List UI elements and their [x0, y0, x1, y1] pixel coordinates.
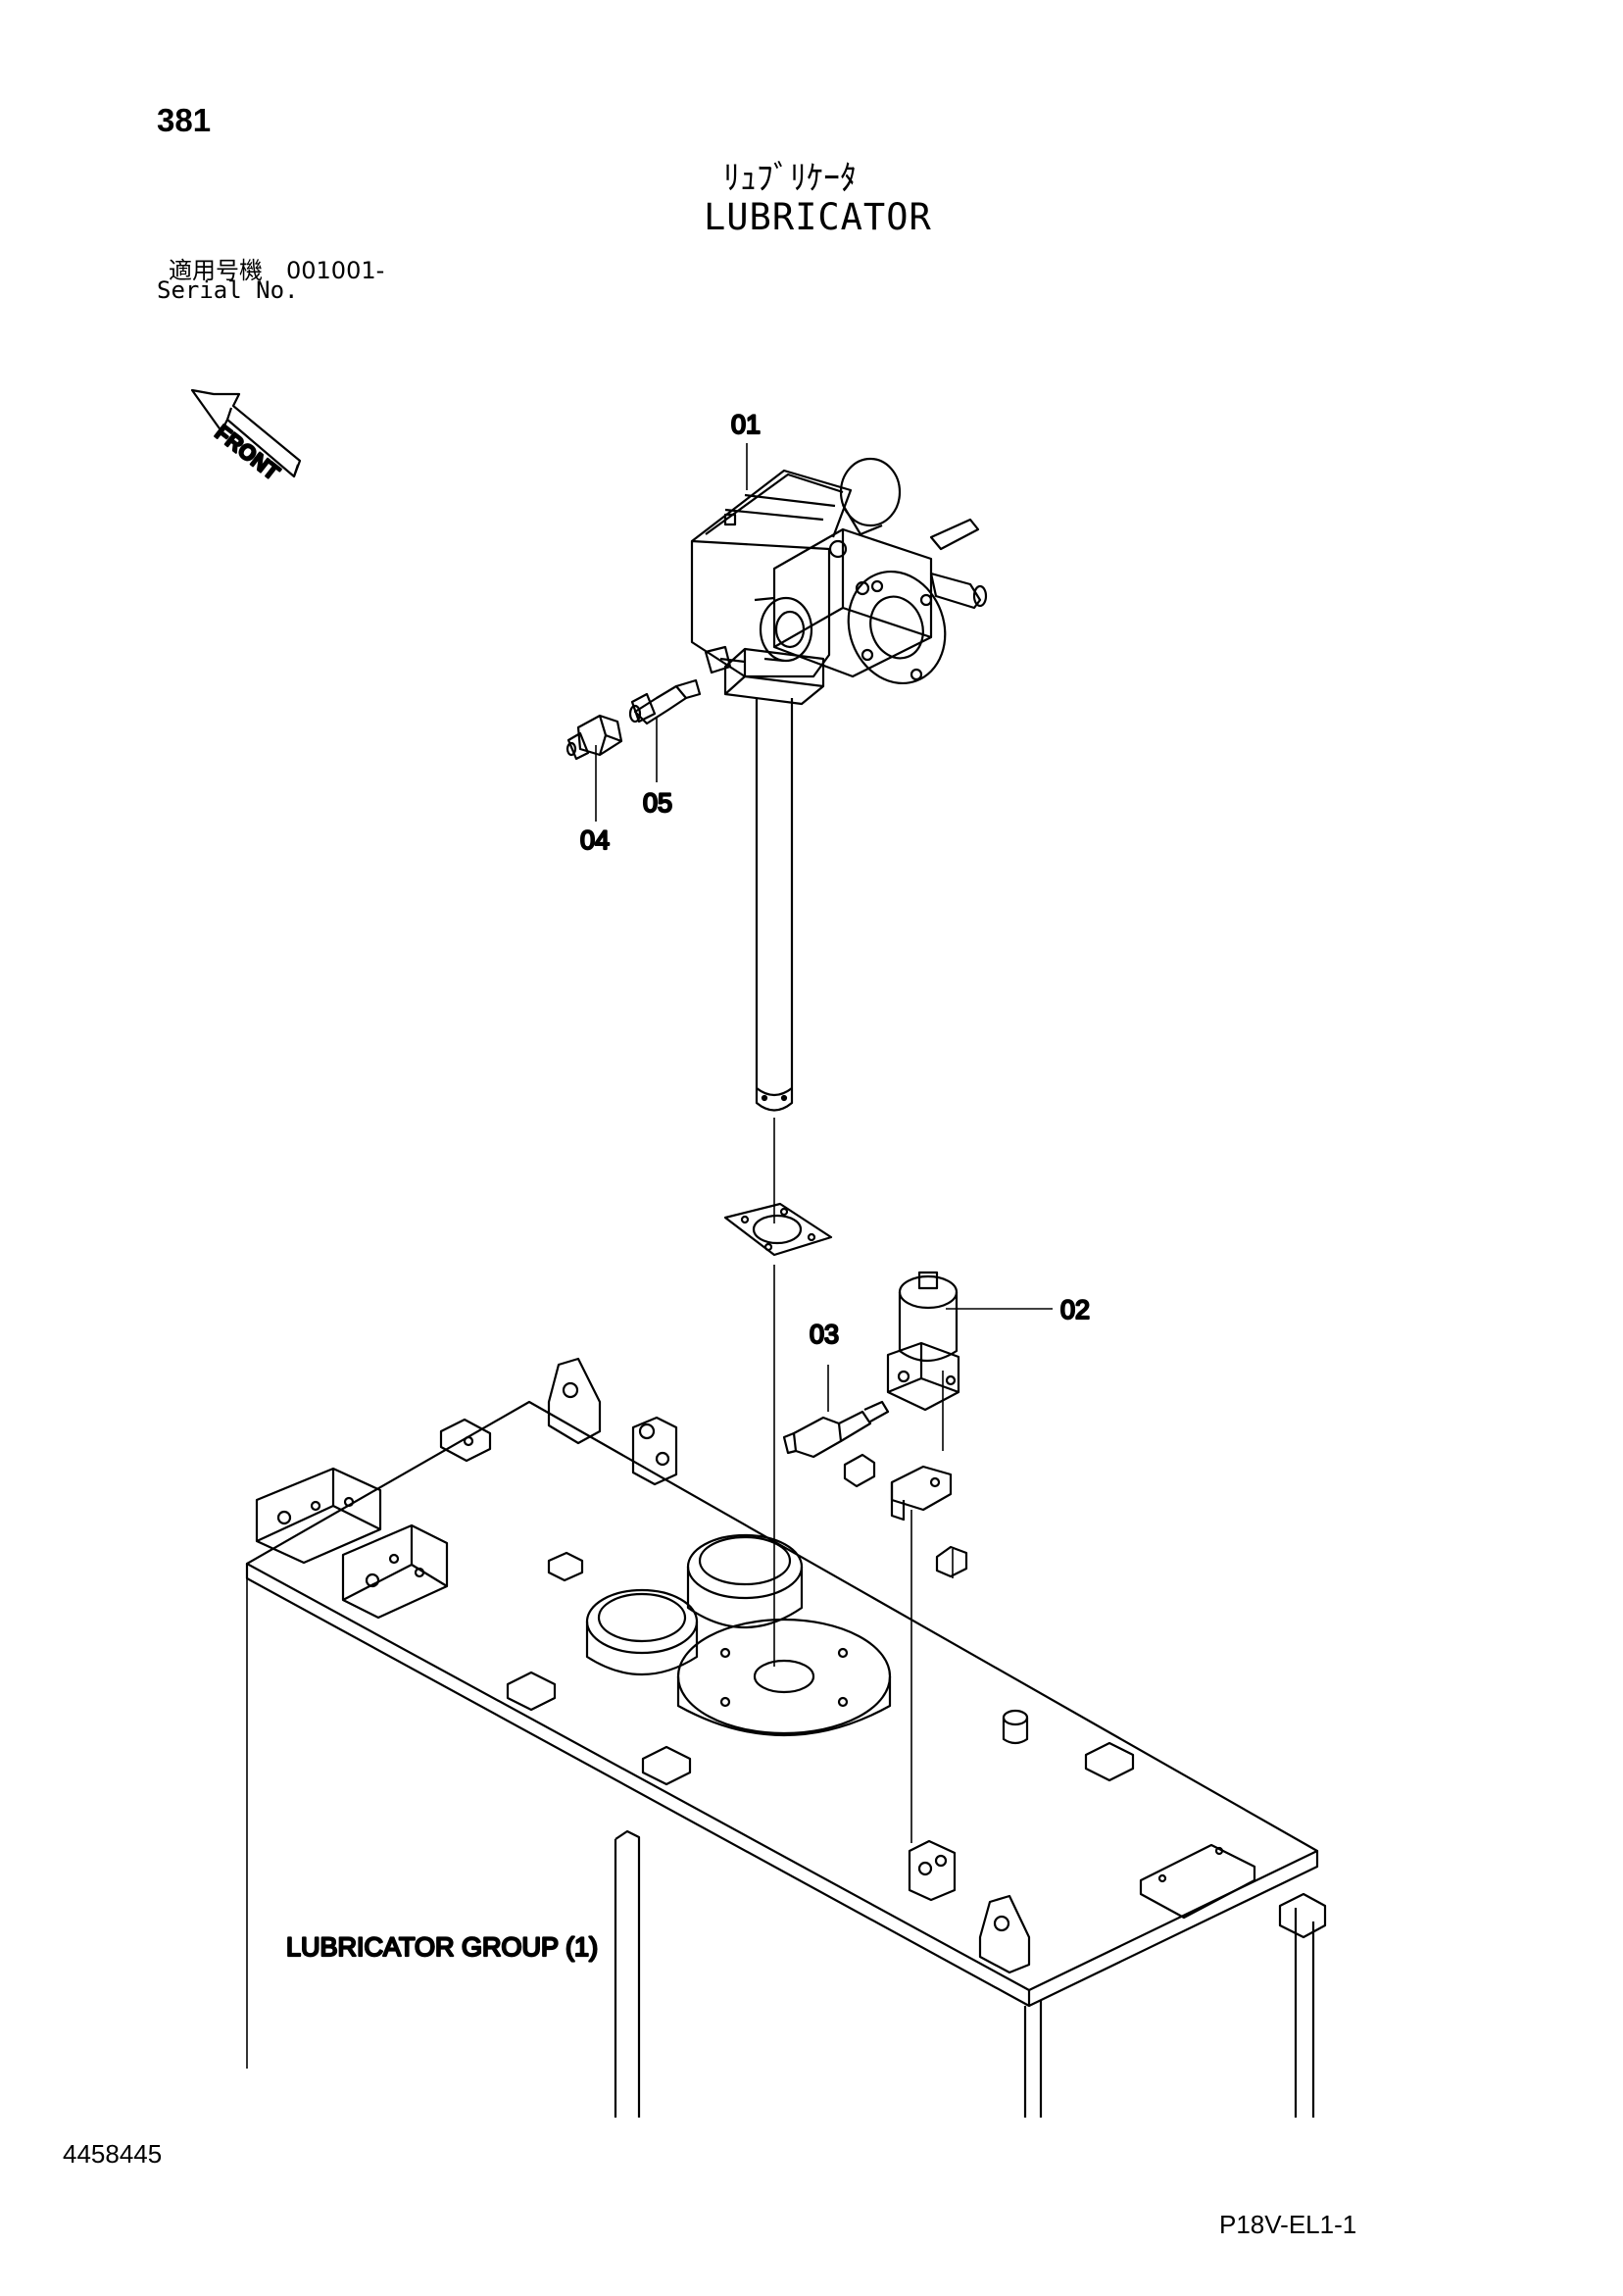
gasket-plate [723, 1202, 833, 1257]
valve-bracket [843, 1453, 968, 1578]
front-label: FRONT [211, 420, 285, 485]
part-01-lubricator-pump [690, 457, 988, 1112]
group-label: LUBRICATOR GROUP (1) [286, 1932, 598, 1962]
page-number: 381 [157, 102, 212, 138]
serial-label-english: Serial No. [157, 276, 299, 304]
page-code: P18V-EL1-1 [1219, 2210, 1357, 2239]
leader-lines [246, 443, 1053, 2069]
hydraulic-tank [245, 1357, 1327, 2118]
callout-04: 04 [580, 825, 610, 855]
callout-05: 05 [643, 788, 672, 818]
part-02-solenoid-valve [886, 1271, 960, 1412]
part-03-nipple [782, 1400, 890, 1459]
title-english: LUBRICATOR [704, 196, 932, 238]
callout-02: 02 [1060, 1295, 1090, 1324]
part-05-fitting [628, 678, 702, 725]
callout-01: 01 [731, 410, 761, 439]
front-arrow-icon: FRONT [190, 388, 302, 486]
callout-03: 03 [810, 1320, 839, 1349]
part-04-connector [566, 714, 623, 761]
document-number: 4458445 [63, 2139, 163, 2169]
title-japanese: ﾘｭﾌﾞﾘｹｰﾀ [723, 159, 857, 198]
serial-label-japanese: 適用号機 001001- [169, 257, 385, 284]
